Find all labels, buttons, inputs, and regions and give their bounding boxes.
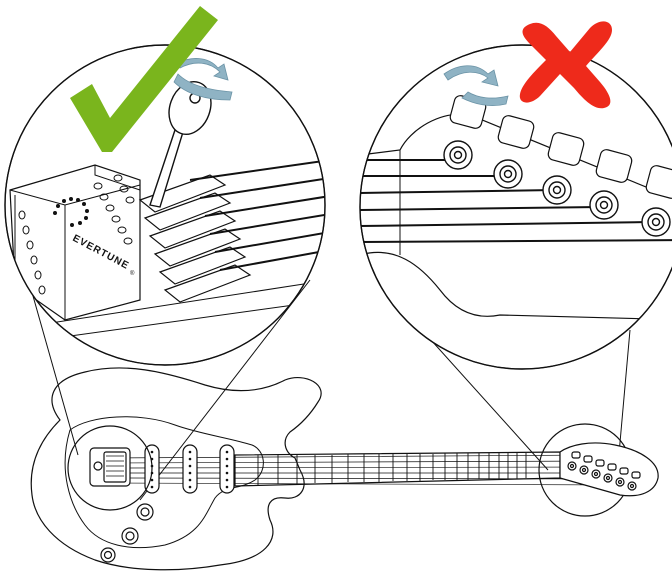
small-bridge	[90, 448, 130, 486]
guitar-illustration	[31, 368, 658, 570]
brand-trademark: ®	[130, 270, 135, 277]
pickups	[145, 445, 234, 493]
control-knobs	[101, 504, 153, 562]
headstock-detail-panel	[360, 45, 672, 369]
